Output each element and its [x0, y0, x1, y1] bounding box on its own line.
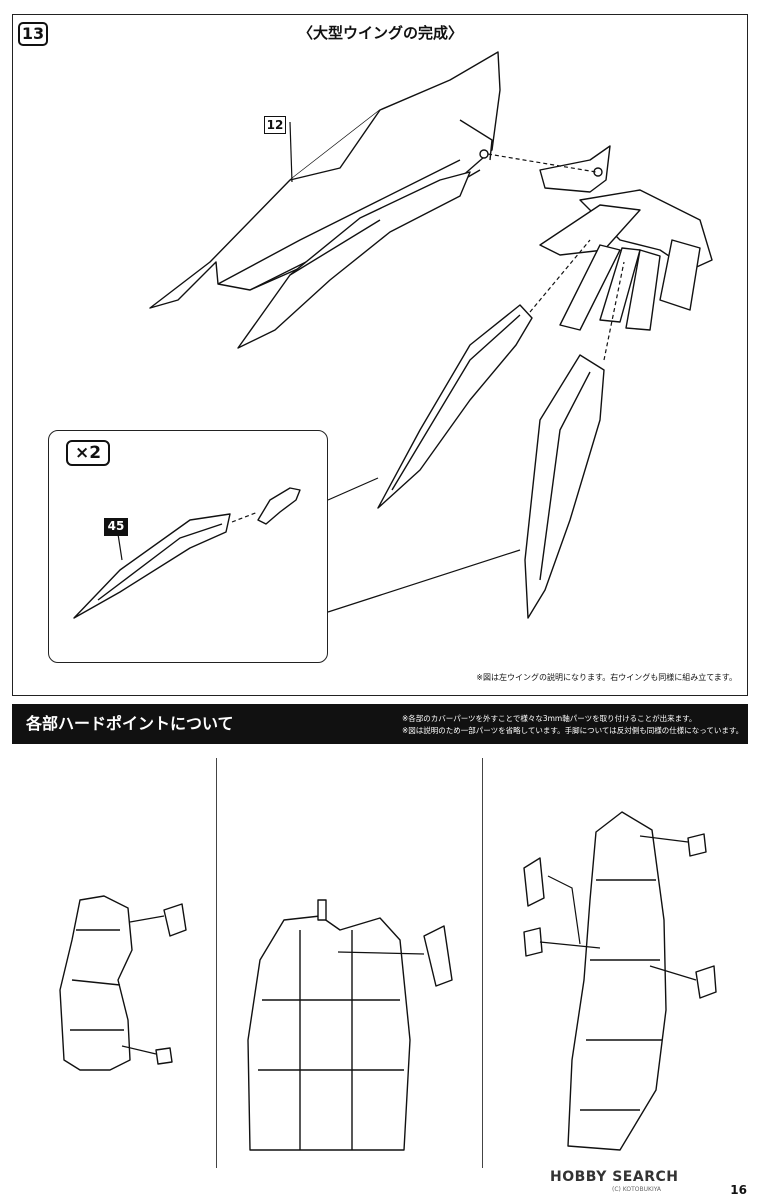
section-note-1: ※各部のカバーパーツを外すことで様々な3mm軸パーツを取り付けることが出来ます。 — [402, 714, 697, 723]
blade-part-a — [377, 304, 533, 509]
part-number-45: 45 — [104, 518, 128, 536]
wing-blade-lower — [237, 171, 471, 349]
wing-base-assembly — [479, 145, 713, 331]
panel-divider-2 — [482, 758, 483, 1168]
step-title: 〈大型ウイングの完成〉 — [297, 24, 463, 42]
page-number: 16 — [730, 1183, 747, 1197]
hardpoint-arm — [59, 895, 187, 1071]
watermark-sub: (C) KOTOBUKIYA — [612, 1186, 662, 1193]
panel-divider-1 — [216, 758, 217, 1168]
section-note-2: ※図は説明のため一部パーツを省略しています。手脚については反対側も同様の仕様にな… — [402, 726, 744, 735]
arrow-lines — [121, 835, 697, 1055]
step-number: 13 — [18, 22, 48, 46]
quantity-multiplier: ×2 — [66, 440, 110, 466]
section-title: 各部ハードポイントについて — [26, 714, 234, 733]
hardpoint-body — [247, 899, 453, 1151]
hardpoint-leg — [523, 811, 717, 1151]
step-note: ※図は左ウイングの説明になります。右ウイングも同様に組み立てます。 — [476, 673, 737, 682]
part-number-12: 12 — [264, 116, 286, 134]
section-header-band — [12, 704, 748, 744]
watermark: HOBBY SEARCH — [550, 1169, 679, 1185]
blade-part-b — [524, 354, 605, 619]
step-frame — [12, 14, 748, 696]
